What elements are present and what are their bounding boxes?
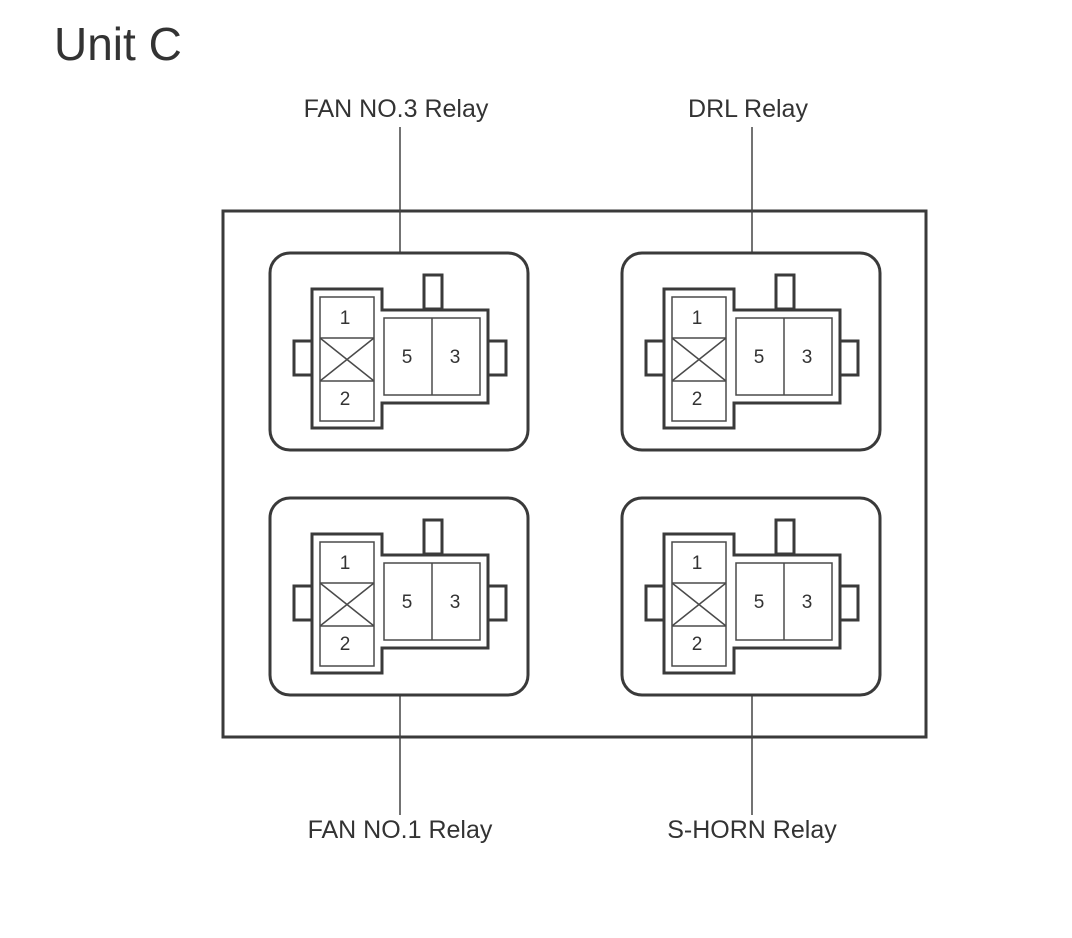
diagram-title: Unit C [54,18,182,70]
relay-left-cavity [319,296,375,422]
relay-tab-top [422,273,444,311]
pin-2: 2 [692,389,703,410]
pin-2: 2 [340,634,351,655]
relay-label-fan1: FAN NO.1 Relay [308,816,493,844]
pin-2: 2 [340,389,351,410]
pin-1: 1 [692,308,703,329]
pin-1: 1 [340,308,351,329]
relay-tab-top [774,518,796,556]
pin-1: 1 [692,553,703,574]
pin-3: 3 [450,592,461,613]
relay-left-cavity [671,541,727,667]
relay-shorn: 1 2 5 3 [620,496,882,697]
pin-5: 5 [402,347,413,368]
relay-connector-outline [662,532,842,675]
pin-3: 3 [450,347,461,368]
relay-tab-right [838,339,860,377]
relay-fan3: 1 2 5 3 [268,251,530,452]
relay-tab-top [774,273,796,311]
pin-5: 5 [754,592,765,613]
relay-left-cavity [671,296,727,422]
relay-tab-top [422,518,444,556]
pin-3: 3 [802,592,813,613]
relay-drl: 1 2 5 3 [620,251,882,452]
relay-tab-left [644,584,666,622]
relay-fan1: 1 2 5 3 [268,496,530,697]
relay-tab-right [486,339,508,377]
relay-connector-outline [310,287,490,430]
pin-3: 3 [802,347,813,368]
relay-label-drl: DRL Relay [688,95,808,123]
pin-1: 1 [340,553,351,574]
relay-housing [268,251,530,452]
relay-connector-outline [310,532,490,675]
relay-housing [268,496,530,697]
relay-connector-outline [662,287,842,430]
pin-5: 5 [402,592,413,613]
relay-label-fan3: FAN NO.3 Relay [304,95,489,123]
pin-2: 2 [692,634,703,655]
relay-left-cavity [319,541,375,667]
relay-tab-left [644,339,666,377]
relay-tab-left [292,584,314,622]
relay-housing [620,251,882,452]
unit-box [221,209,928,739]
relay-label-shorn: S-HORN Relay [667,816,837,844]
pin-5: 5 [754,347,765,368]
relay-housing [620,496,882,697]
relay-tab-right [838,584,860,622]
relay-tab-right [486,584,508,622]
relay-tab-left [292,339,314,377]
